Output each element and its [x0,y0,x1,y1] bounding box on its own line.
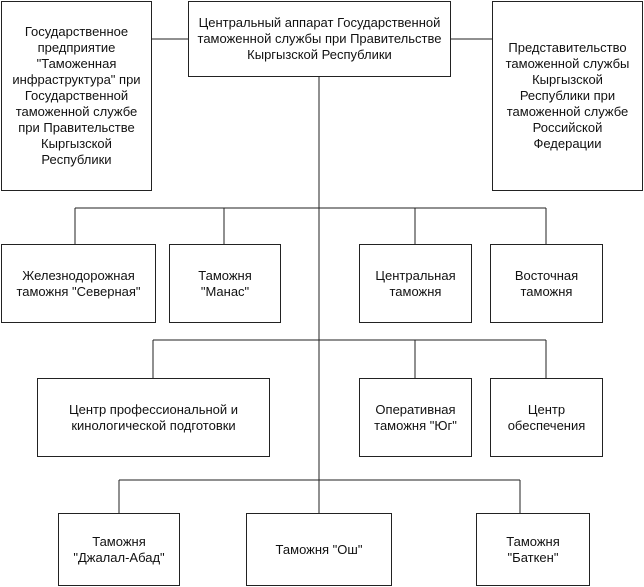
node-central-customs: Центральная таможня [359,244,472,323]
node-label: Таможня "Джалал-Абад" [73,533,165,565]
node-training: Центр профессиональной и кинологической … [37,378,270,457]
node-label: Железнодорожная таможня "Северная" [16,267,141,299]
node-enterprise: Государственное предприятие "Таможенная … [1,1,152,191]
node-manas: Таможня "Манас" [169,244,281,323]
node-label: Государственное предприятие "Таможенная … [12,24,141,167]
node-rail: Железнодорожная таможня "Северная" [1,244,156,323]
node-support: Центр обеспечения [490,378,603,457]
node-jalal: Таможня "Джалал-Абад" [58,513,180,586]
node-south: Оперативная таможня "Юг" [359,378,472,457]
node-label: Центр профессиональной и кинологической … [68,401,239,433]
node-label: Восточная таможня [514,267,579,299]
node-label: Таможня "Баткен" [506,533,560,565]
node-osh: Таможня "Ош" [246,513,392,586]
node-label: Оперативная таможня "Юг" [374,401,457,433]
node-label: Представительство таможенной службы Кырг… [505,40,630,151]
node-representation: Представительство таможенной службы Кырг… [492,1,643,191]
node-batken: Таможня "Баткен" [476,513,590,586]
node-label: Центральная таможня [375,267,456,299]
node-label: Центральный аппарат Государственной тамо… [197,15,442,62]
node-label: Таможня "Ош" [275,541,363,557]
node-east: Восточная таможня [490,244,603,323]
node-central: Центральный аппарат Государственной тамо… [188,1,451,77]
node-label: Центр обеспечения [507,401,586,433]
node-label: Таможня "Манас" [198,267,252,299]
